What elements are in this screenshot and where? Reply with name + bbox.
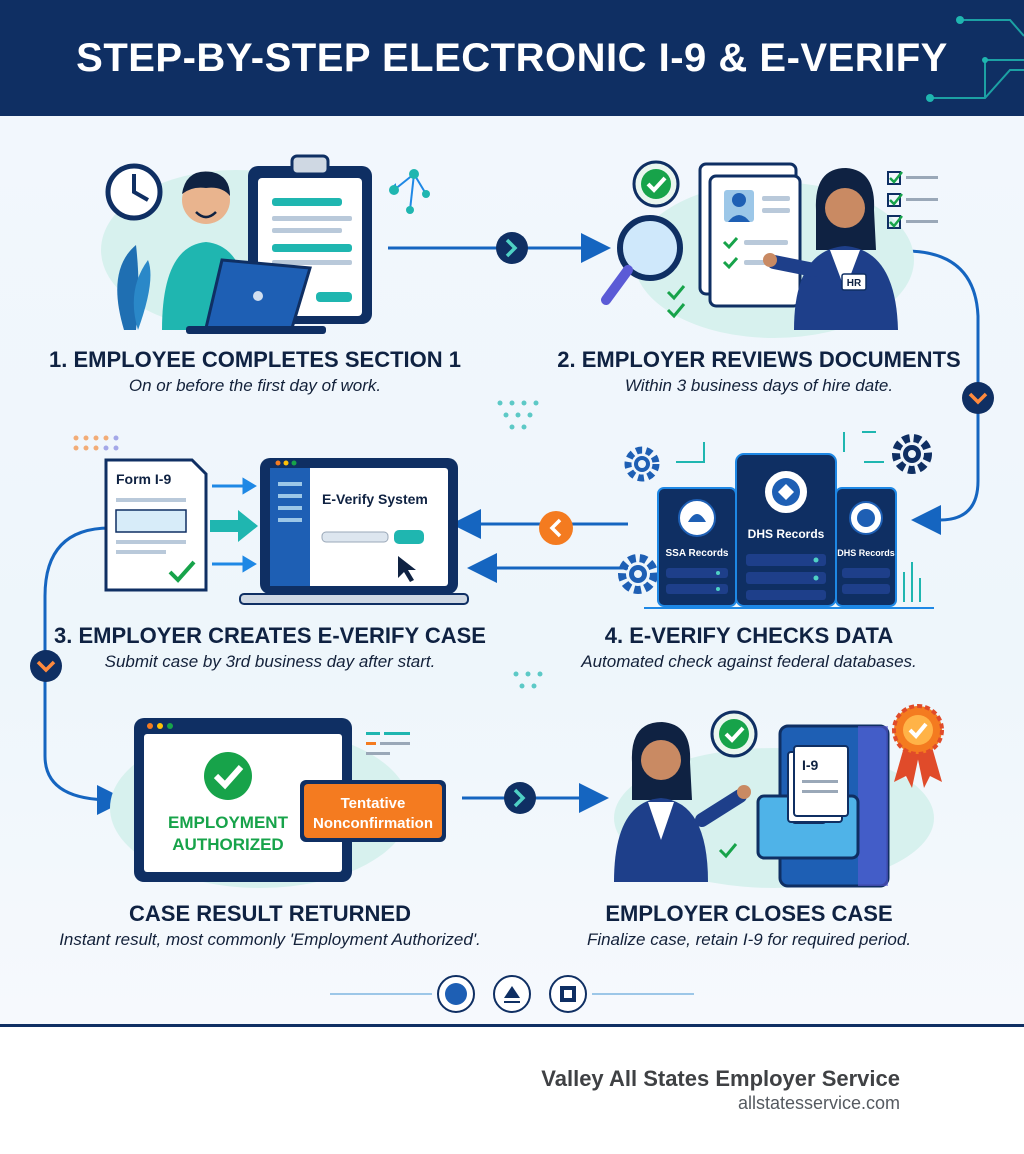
checkmark-icon (204, 752, 252, 800)
step2-title: 2. EMPLOYER REVIEWS DOCUMENTS (557, 347, 961, 372)
gear-icon (892, 434, 932, 474)
i9-doc-label: I-9 (802, 757, 819, 773)
seal-icon (549, 975, 587, 1013)
tentative-line1: Tentative (341, 795, 406, 812)
step4-title: 4. E-VERIFY CHECKS DATA (604, 623, 894, 648)
step2-illustration: HR (601, 160, 938, 338)
ssa-records-label: SSA Records (666, 548, 729, 559)
form-i9-label: Form I-9 (116, 471, 171, 487)
step1-subtitle: On or before the first day of work. (128, 376, 382, 395)
footer-url[interactable]: allstatesservice.com (737, 1093, 900, 1113)
server-icon: DHS Records (735, 453, 837, 607)
magnifier-icon (601, 215, 683, 305)
chevron-right-icon (504, 782, 536, 814)
footer-divider (0, 1024, 1024, 1027)
chevron-down-icon (962, 382, 994, 414)
step6-subtitle: Finalize case, retain I-9 for required p… (586, 930, 912, 949)
flow-connectors (30, 232, 994, 815)
gear-icon (618, 554, 658, 594)
chevron-down-icon (30, 650, 62, 682)
footer-brand: Valley All States Employer Service (541, 1066, 900, 1091)
step3-subtitle: Submit case by 3rd business day after st… (104, 652, 436, 671)
network-decoration (389, 169, 430, 214)
circuit-decoration (926, 16, 1024, 102)
code-lines-decoration (366, 732, 410, 755)
step3-title: 3. EMPLOYER CREATES E-VERIFY CASE (54, 623, 486, 648)
dhs-records-center-label: DHS Records (748, 527, 825, 541)
cursor-icon (398, 556, 416, 582)
step5-title: CASE RESULT RETURNED (129, 901, 411, 926)
employment-authorized-line1: EMPLOYMENT (168, 813, 289, 832)
checkmark-icon (632, 160, 680, 208)
seal-icon (437, 975, 475, 1013)
arrow-step3-to-result (43, 526, 127, 815)
agency-seals-row (330, 975, 694, 1013)
everify-system-label: E-Verify System (322, 491, 428, 507)
header-bar: STEP-BY-STEP ELECTRONIC I-9 & E-VERIFY W… (0, 0, 1024, 196)
gear-icon (624, 446, 660, 482)
step1-title: 1. EMPLOYEE COMPLETES SECTION 1 (49, 347, 461, 372)
arrow-step2-to-step4 (904, 249, 980, 535)
chevron-right-icon (496, 232, 528, 264)
laptop-icon (186, 258, 326, 334)
server-icon: DHS Records (835, 487, 897, 607)
seal-icon (493, 975, 531, 1013)
step4-illustration: SSA Records DHS Records DHS Records (618, 431, 934, 609)
hr-badge-label: HR (847, 278, 862, 289)
checkmark-icon (710, 710, 758, 758)
step5-illustration: EMPLOYMENT AUTHORIZED Tentative Nonconfi… (110, 718, 446, 888)
chevron-left-icon (539, 511, 573, 545)
server-icon: SSA Records (657, 487, 737, 607)
step2-subtitle: Within 3 business days of hire date. (624, 376, 894, 395)
clock-icon (105, 163, 163, 221)
tentative-line2: Nonconfirmation (313, 815, 433, 832)
step3-illustration: Form I-9 E-Verify System (73, 435, 469, 605)
step5-subtitle: Instant result, most commonly 'Employmen… (59, 930, 481, 949)
step1-illustration (101, 154, 396, 334)
dhs-records-right-label: DHS Records (837, 548, 895, 558)
award-ribbon-icon (892, 704, 944, 788)
step4-subtitle: Automated check against federal database… (581, 652, 917, 671)
employment-authorized-line2: AUTHORIZED (172, 835, 283, 854)
step6-illustration: I-9 (614, 704, 944, 888)
step6-title: EMPLOYER CLOSES CASE (605, 901, 893, 926)
